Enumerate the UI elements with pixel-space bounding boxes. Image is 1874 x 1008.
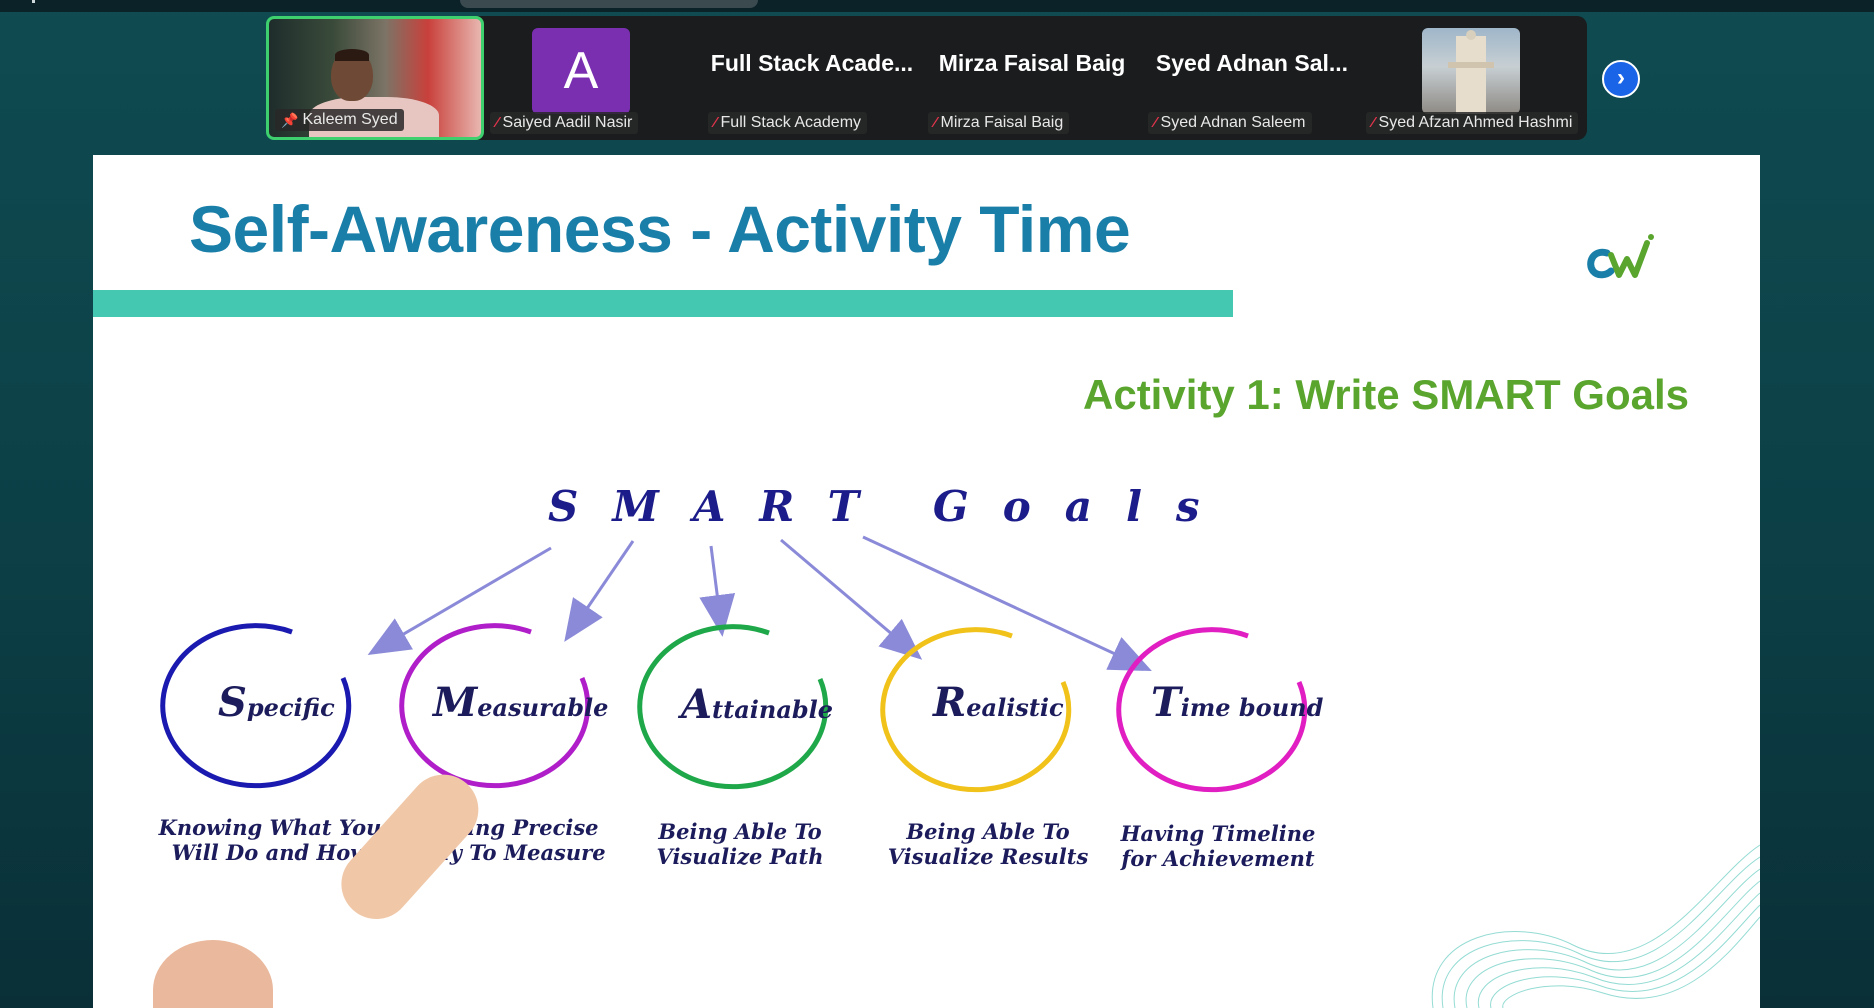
goal-measurable: Measurable — [433, 679, 609, 726]
participant-display-name: Full Stack Acade... — [710, 50, 914, 76]
participant-name-tag: ⁄ Saiyed Aadil Nasir — [490, 112, 639, 134]
participant-display-name: Syed Adnan Sal... — [1155, 50, 1349, 76]
participant-strip: 📌 Kaleem Syed A ⁄ Saiyed Aadil Nasir Ful… — [266, 16, 1587, 140]
participant-name: Saiyed Aadil Nasir — [502, 114, 633, 131]
speaker-video-hair — [335, 49, 369, 61]
minaret-photo-shape — [1448, 30, 1494, 114]
goal-timebound: Time bound — [1151, 679, 1324, 726]
slide-title: Self-Awareness - Activity Time — [189, 192, 1131, 266]
mic-muted-icon: ⁄ — [934, 114, 937, 131]
participant-name-tag: ⁄ Syed Afzan Ahmed Hashmi — [1366, 112, 1579, 134]
mic-muted-icon: ⁄ — [1154, 114, 1157, 131]
goal-desc-specific: Knowing What You Will Do and How — [158, 815, 382, 865]
chevron-right-icon: › — [1617, 64, 1625, 91]
shared-slide: Self-Awareness - Activity Time Activity … — [93, 155, 1760, 1008]
participant-name-tag: ⁄ Full Stack Academy — [708, 112, 868, 134]
circle-specific — [160, 623, 352, 789]
circle-measurable — [399, 623, 591, 789]
goal-desc-attainable: Being Able To Visualize Path — [656, 819, 824, 869]
participant-name: Syed Afzan Ahmed Hashmi — [1378, 114, 1573, 131]
pin-icon: 📌 — [281, 112, 299, 128]
next-page-button[interactable]: › — [1602, 60, 1640, 98]
drag-handle[interactable] — [460, 0, 758, 8]
goal-specific: Specific — [218, 679, 335, 726]
window-top-bar — [0, 0, 1874, 12]
decorative-wave-lines — [1431, 844, 1760, 1008]
participant-name: Mirza Faisal Baig — [940, 114, 1064, 131]
participant-tile-photo[interactable]: ⁄ Syed Afzan Ahmed Hashmi — [1362, 16, 1587, 140]
arrow-attainable — [699, 545, 736, 637]
goal-desc-timebound: Having Timeline for Achievement — [1120, 821, 1316, 871]
mic-muted-icon: ⁄ — [496, 114, 499, 131]
activity-heading: Activity 1: Write SMART Goals — [1083, 371, 1690, 418]
window-corner-mark — [32, 0, 35, 3]
circle-realistic — [880, 627, 1072, 793]
mic-muted-icon: ⁄ — [714, 114, 717, 131]
goal-realistic: Realistic — [933, 679, 1064, 726]
participant-tile-name[interactable]: Full Stack Acade... ⁄ Full Stack Academy — [702, 16, 922, 140]
arrow-realistic — [780, 538, 923, 660]
cw-logo-icon — [1587, 234, 1654, 279]
participant-name-tag: ⁄ Syed Adnan Saleem — [1148, 112, 1312, 134]
participant-name: Kaleem Syed — [302, 111, 398, 128]
circle-timebound — [1116, 627, 1308, 793]
title-accent-bar — [93, 290, 1233, 317]
arrow-timebound — [862, 535, 1152, 672]
participant-avatar: A — [532, 28, 630, 114]
participant-name-tag: ⁄ Mirza Faisal Baig — [928, 112, 1070, 134]
smart-diagram — [160, 535, 1760, 1008]
participant-name-tag: 📌 Kaleem Syed — [275, 109, 404, 131]
mic-muted-icon: ⁄ — [1372, 114, 1375, 131]
goal-desc-realistic: Being Able To Visualize Results — [887, 819, 1089, 869]
participant-tile-name[interactable]: Syed Adnan Sal... ⁄ Syed Adnan Saleem — [1142, 16, 1362, 140]
participant-name: Syed Adnan Saleem — [1160, 114, 1306, 131]
circle-attainable — [637, 624, 829, 790]
participant-name: Full Stack Academy — [720, 114, 862, 131]
participant-tile-name[interactable]: Mirza Faisal Baig ⁄ Mirza Faisal Baig — [922, 16, 1142, 140]
participant-tile-avatar[interactable]: A ⁄ Saiyed Aadil Nasir — [484, 16, 664, 140]
participant-tile-video[interactable]: 📌 Kaleem Syed — [266, 16, 484, 140]
participant-display-name: Mirza Faisal Baig — [938, 50, 1126, 76]
arrow-specific — [367, 546, 552, 656]
goal-attainable: Attainable — [681, 681, 834, 728]
participant-photo — [1422, 28, 1520, 114]
arrow-measurable — [564, 540, 635, 642]
